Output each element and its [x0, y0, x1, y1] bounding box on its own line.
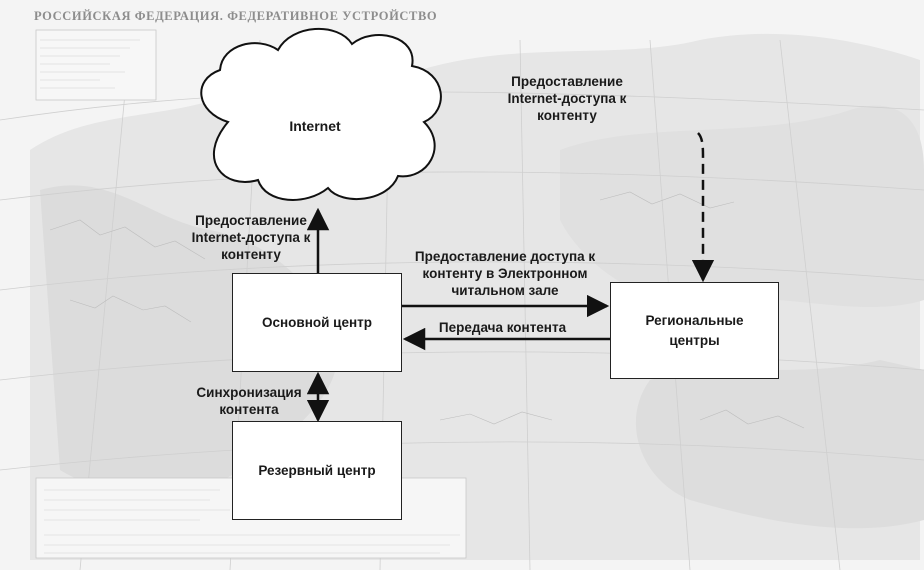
- regional-centers-label-line2: центры: [669, 332, 720, 348]
- edge-label-line: читальном зале: [451, 283, 559, 298]
- main-center-node: Основной центр: [232, 273, 402, 372]
- edge-label-main-to-regional: Предоставление доступа к контенту в Элек…: [400, 248, 610, 299]
- map-title: РОССИЙСКАЯ ФЕДЕРАЦИЯ. ФЕДЕРАТИВНОЕ УСТРО…: [34, 9, 438, 23]
- edge-label-line: Internet-доступа к: [191, 230, 311, 245]
- edge-label-line: Передача контента: [438, 320, 567, 335]
- edge-label-line: Internet-доступа к: [507, 91, 627, 106]
- edge-label-line: контента: [219, 402, 279, 417]
- arrow-regional-internet-dashed: [691, 132, 715, 283]
- regional-centers-label: Региональные центры: [645, 311, 743, 351]
- edge-label-line: контенту: [537, 108, 597, 123]
- edge-label-regional-internet: Предоставление Internet-доступа к контен…: [492, 73, 642, 124]
- edge-label-line: Предоставление доступа к: [414, 249, 596, 264]
- reserve-center-label: Резервный центр: [258, 462, 376, 478]
- edge-label-line: контенту в Электронном: [422, 266, 588, 281]
- edge-label-main-to-internet: Предоставление Internet-доступа к контен…: [180, 212, 322, 263]
- edge-label-main-reserve-sync: Синхронизация контента: [190, 384, 308, 418]
- regional-centers-label-line1: Региональные: [645, 312, 744, 328]
- edge-label-line: контенту: [221, 247, 281, 262]
- regional-centers-node: Региональные центры: [610, 282, 779, 379]
- edge-label-line: Синхронизация: [196, 385, 302, 400]
- internet-cloud: [200, 27, 442, 201]
- edge-label-regional-to-main: Передача контента: [420, 319, 585, 336]
- reserve-center-node: Резервный центр: [232, 421, 402, 520]
- internet-node-label: Internet: [289, 118, 341, 134]
- main-center-label: Основной центр: [262, 314, 372, 330]
- edge-label-line: Предоставление: [511, 74, 623, 89]
- edge-label-line: Предоставление: [195, 213, 307, 228]
